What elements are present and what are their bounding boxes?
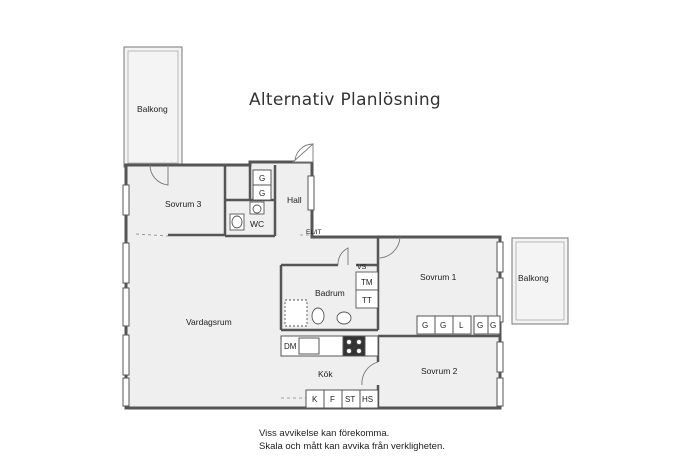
label-sovrum3: Sovrum 3 — [165, 199, 202, 209]
dashed-lines — [135, 233, 312, 399]
label-hall-g1: G — [259, 174, 265, 183]
plan-title: Alternativ Planlösning — [248, 90, 442, 110]
windows-left — [122, 184, 130, 407]
kitchen-counter — [280, 335, 379, 357]
label-sovrum2: Sovrum 2 — [421, 366, 458, 376]
hall-storage — [252, 169, 272, 201]
label-vardagsrum: Vardagsrum — [186, 317, 232, 327]
label-s1-g3: G — [477, 321, 483, 330]
label-s1-g1: G — [422, 321, 428, 330]
label-wc: WC — [250, 219, 264, 229]
apartment-floor — [124, 160, 502, 410]
note-line-2: Skala och mått kan avvika från verklighe… — [259, 441, 445, 452]
label-elit: EL/IT — [306, 229, 322, 236]
label-hall: Hall — [287, 195, 302, 205]
badrum-fixtures — [284, 271, 379, 327]
note-line-1: Viss avvikelse kan förekomma. — [259, 428, 390, 439]
label-balkong-right: Balkong — [518, 273, 549, 283]
label-kok-hs: HS — [362, 395, 373, 404]
wc-fixtures — [229, 201, 265, 231]
label-kok-f: F — [330, 395, 335, 404]
label-kok: Kök — [318, 369, 333, 379]
label-hall-g2: G — [259, 189, 265, 198]
label-vs: VS — [357, 264, 367, 271]
label-tm: TM — [361, 278, 373, 287]
label-badrum: Badrum — [315, 288, 345, 298]
label-sovrum1: Sovrum 1 — [420, 272, 457, 282]
balcony-right — [511, 237, 569, 325]
balcony-left — [123, 46, 183, 168]
label-s1-l: L — [459, 321, 464, 330]
door-swings — [149, 142, 401, 386]
label-kok-k: K — [312, 395, 318, 404]
label-s1-g2: G — [440, 321, 446, 330]
label-s1-g4: G — [490, 321, 496, 330]
kitchen-appliances — [305, 389, 379, 409]
label-balkong-left: Balkong — [137, 104, 168, 114]
label-kok-st: ST — [345, 395, 355, 404]
label-tt: TT — [362, 296, 372, 305]
label-dm: DM — [284, 342, 297, 351]
sovrum1-storage — [416, 315, 501, 335]
